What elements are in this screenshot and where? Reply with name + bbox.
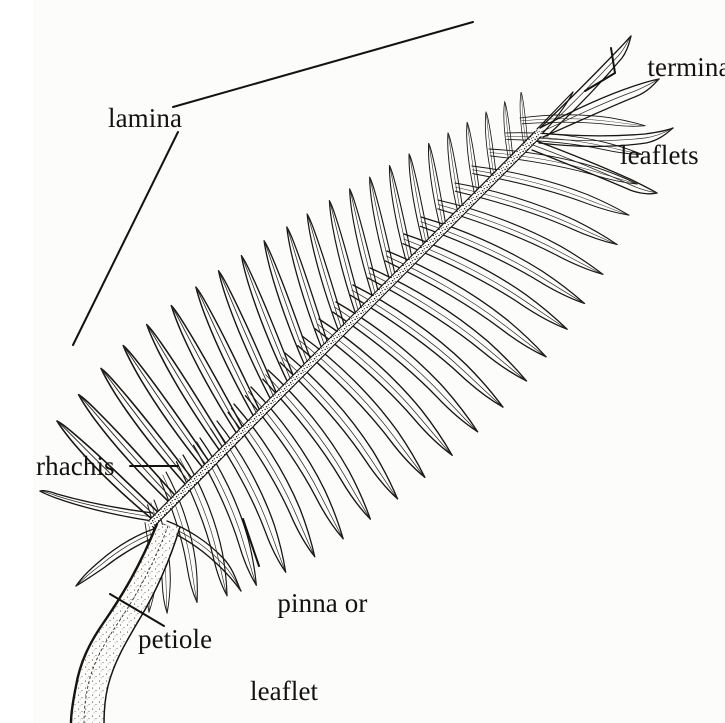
petiole-stalk — [69, 522, 181, 723]
upper-leaflet-group — [53, 91, 529, 524]
label-rhachis: rhachis — [36, 451, 115, 481]
petiole-leader — [109, 593, 165, 627]
rhachis-axis — [148, 130, 542, 527]
pinna-leader — [242, 518, 260, 567]
lamina-leader-upper — [172, 21, 474, 108]
label-lamina: lamina — [108, 103, 183, 133]
label-pinna-line1: pinna or — [277, 588, 368, 619]
leader-line-group — [72, 21, 617, 627]
terminal-leaflets-bracket — [584, 47, 617, 92]
label-terminal-leaflets-line2: leaflets — [620, 139, 699, 170]
lamina-leader-lower — [72, 131, 179, 346]
lower-leaflet-group — [112, 88, 646, 614]
label-pinna-line2: leaflet — [250, 675, 319, 706]
basal-leaflet-group — [39, 489, 242, 592]
label-petiole: petiole — [138, 624, 213, 654]
label-pinna-or-leaflet: pinna or leaflet — [250, 560, 367, 723]
